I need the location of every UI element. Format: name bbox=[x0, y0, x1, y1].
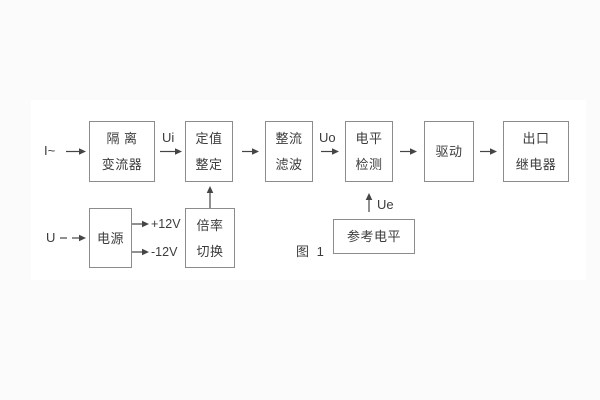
block-label-line: 定值 bbox=[195, 131, 223, 146]
label-minus12v: -12V bbox=[151, 245, 178, 259]
label-ui: Ui bbox=[162, 130, 175, 145]
block-label-line: 隔 离 bbox=[106, 131, 138, 146]
arrowhead-icon bbox=[410, 148, 417, 155]
label-input-current: I~ bbox=[44, 143, 56, 158]
arrowhead-icon bbox=[206, 186, 214, 193]
block-label-line: 整定 bbox=[195, 157, 223, 172]
block-label-line: 参考电平 bbox=[346, 229, 401, 244]
block-label-line: 整流 bbox=[275, 131, 303, 146]
block-label-line: 电平 bbox=[355, 131, 383, 146]
block-label-line: 切换 bbox=[196, 243, 224, 259]
label-input-voltage: U bbox=[46, 230, 56, 245]
label-plus12v: +12V bbox=[151, 217, 181, 231]
label-uo: Uo bbox=[319, 130, 336, 145]
arrowhead-icon bbox=[490, 148, 497, 155]
block-rectifier-filter: 整流 滤波 bbox=[265, 121, 313, 182]
arrowhead-icon bbox=[252, 148, 259, 155]
block-label-line: 出口 bbox=[522, 131, 550, 146]
block-label-line: 继电器 bbox=[515, 157, 557, 172]
block-label-line: 滤波 bbox=[275, 157, 303, 172]
arrowhead-icon bbox=[79, 148, 86, 155]
block-label-line: 变流器 bbox=[101, 157, 143, 172]
block-label-line: 驱动 bbox=[435, 144, 463, 159]
figure-caption: 图 1 bbox=[296, 244, 326, 259]
arrowhead-icon bbox=[332, 148, 339, 155]
arrowhead-icon bbox=[79, 234, 86, 242]
arrowhead-icon bbox=[365, 193, 373, 200]
block-isolation-transformer: 隔 离 变流器 bbox=[89, 121, 155, 182]
arrowhead-icon bbox=[142, 220, 149, 228]
block-reference-level: 参考电平 bbox=[333, 219, 415, 254]
block-drive: 驱动 bbox=[424, 121, 474, 182]
arrowhead-icon bbox=[142, 248, 149, 256]
block-power-supply: 电源 bbox=[89, 208, 132, 268]
label-ue: Ue bbox=[377, 197, 394, 212]
block-level-detect: 电平 检测 bbox=[345, 121, 393, 182]
block-label-line: 倍率 bbox=[196, 217, 224, 233]
block-label-line: 电源 bbox=[96, 230, 124, 246]
block-setting-adjust: 定值 整定 bbox=[185, 121, 233, 182]
block-ratio-switch: 倍率 切换 bbox=[185, 208, 235, 268]
arrowhead-icon bbox=[175, 148, 182, 155]
block-output-relay: 出口 继电器 bbox=[503, 121, 569, 182]
block-label-line: 检测 bbox=[355, 157, 383, 172]
